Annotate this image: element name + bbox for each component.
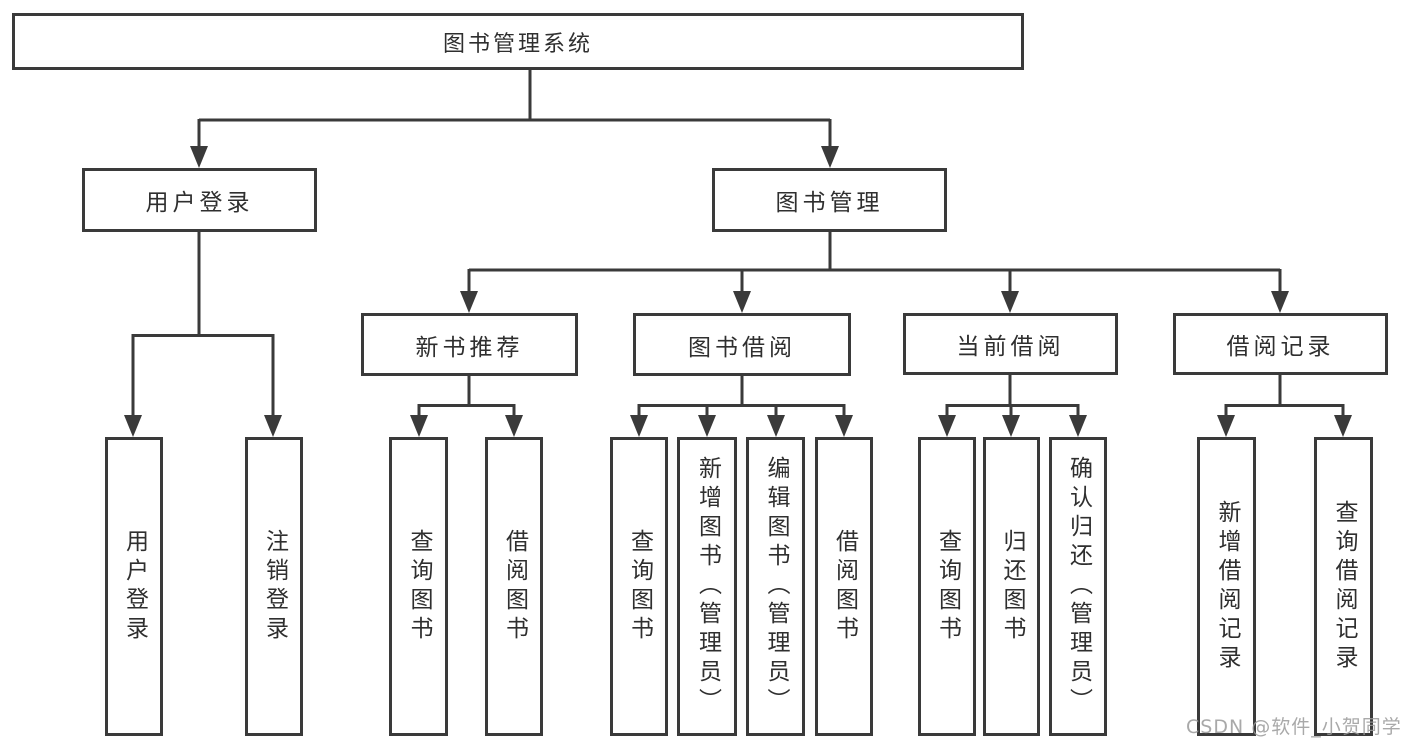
leaf-query-book-recommend: 查询图书 [389, 437, 448, 736]
connector-current-to-leaves [945, 375, 1080, 418]
arrow-to-new-book [460, 291, 478, 313]
arrow-leaf-2 [264, 415, 282, 437]
leaf-add-borrow-record: 新增借阅记录 [1197, 437, 1256, 736]
arrowheads [124, 146, 1352, 437]
connector-root-to-level2 [197, 70, 832, 149]
arrow-leaf-8 [835, 415, 853, 437]
connector-records-to-leaves [1224, 375, 1345, 418]
arrow-leaf-7 [767, 415, 785, 437]
node-borrow-records: 借阅记录 [1173, 313, 1388, 375]
arrow-leaf-12 [1217, 415, 1235, 437]
leaf-borrow-book: 借阅图书 [815, 437, 873, 736]
arrow-leaf-11 [1069, 415, 1087, 437]
node-new-book-recommend: 新书推荐 [361, 313, 578, 376]
connector-newbook-to-leaves [417, 375, 516, 418]
node-book-management: 图书管理 [712, 168, 947, 232]
connector-mgmt-to-level3 [467, 232, 1282, 294]
arrow-to-book-borrow [733, 291, 751, 313]
leaf-confirm-return-admin: 确认归还（管理员） [1049, 437, 1107, 736]
leaf-edit-book-admin: 编辑图书（管理员） [746, 437, 805, 736]
arrow-leaf-5 [630, 415, 648, 437]
leaf-query-book-borrow: 查询图书 [610, 437, 668, 736]
arrow-to-book-management [821, 146, 839, 168]
leaf-logout: 注销登录 [245, 437, 303, 736]
node-current-borrow: 当前借阅 [903, 313, 1118, 375]
arrow-leaf-4 [505, 415, 523, 437]
arrow-to-user-login [190, 146, 208, 168]
leaf-user-login: 用户登录 [105, 437, 163, 736]
csdn-watermark: CSDN @软件_小贺同学 [1186, 716, 1402, 738]
leaf-query-borrow-record: 查询借阅记录 [1314, 437, 1373, 736]
leaf-borrow-book-recommend: 借阅图书 [485, 437, 543, 736]
leaf-add-book-admin: 新增图书（管理员） [677, 437, 737, 736]
arrow-leaf-3 [410, 415, 428, 437]
leaf-query-book-current: 查询图书 [918, 437, 976, 736]
arrow-to-borrow-records [1271, 291, 1289, 313]
arrow-leaf-1 [124, 415, 142, 437]
arrow-to-current-borrow [1001, 291, 1019, 313]
arrow-leaf-13 [1334, 415, 1352, 437]
node-root-system: 图书管理系统 [12, 13, 1024, 70]
node-user-login: 用户登录 [82, 168, 317, 232]
arrow-leaf-10 [1002, 415, 1020, 437]
connector-login-to-leaves [131, 232, 275, 418]
arrow-leaf-9 [938, 415, 956, 437]
arrow-leaf-6 [698, 415, 716, 437]
connector-borrow-to-leaves [637, 375, 846, 418]
leaf-return-book: 归还图书 [983, 437, 1040, 736]
node-book-borrow: 图书借阅 [633, 313, 851, 376]
